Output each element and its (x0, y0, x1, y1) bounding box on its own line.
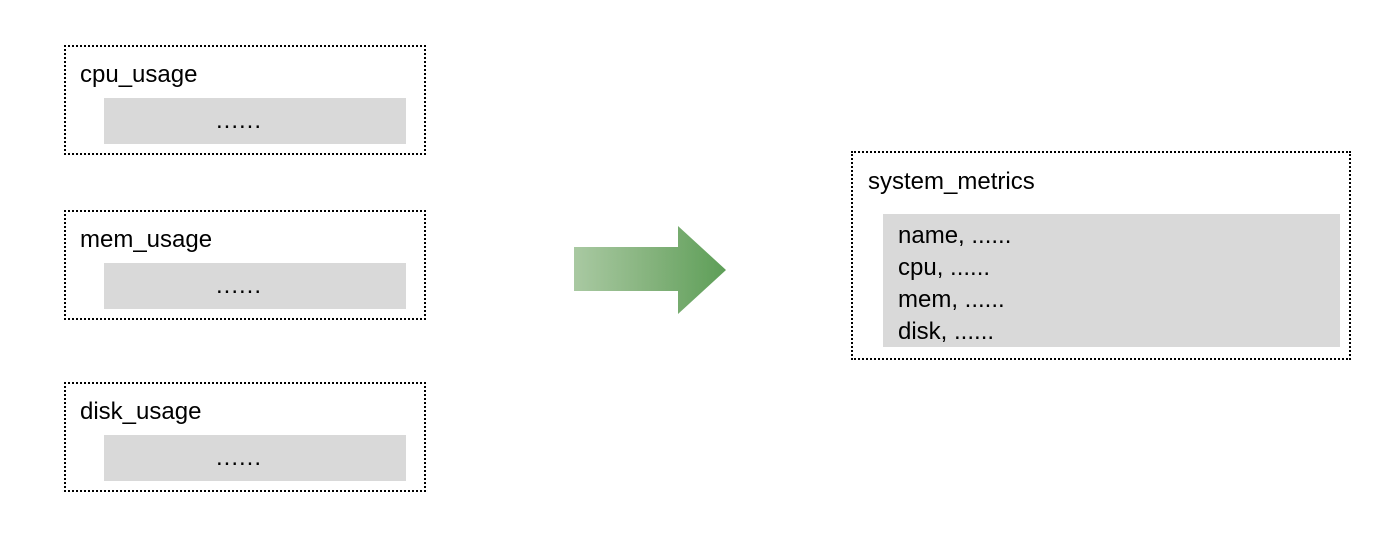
source-card-title: disk_usage (80, 398, 202, 425)
target-card-title: system_metrics (868, 168, 1035, 195)
target-payload-row: name, ...... (898, 222, 1012, 249)
source-card-cpu-usage[interactable]: cpu_usage ...... (64, 45, 426, 155)
right-arrow-icon (574, 226, 726, 314)
source-card-disk-usage[interactable]: disk_usage ...... (64, 382, 426, 492)
target-payload-row: cpu, ...... (898, 254, 991, 281)
target-payload-row: disk, ...... (898, 318, 995, 345)
source-card-payload: ...... (104, 435, 406, 481)
source-card-payload: ...... (104, 263, 406, 309)
source-card-payload: ...... (104, 98, 406, 144)
target-card-system-metrics[interactable]: system_metrics name, ...... cpu, ...... … (851, 151, 1351, 360)
source-card-title: cpu_usage (80, 61, 198, 88)
source-card-payload-ellipsis: ...... (216, 272, 263, 299)
source-card-payload-ellipsis: ...... (216, 107, 263, 134)
source-card-payload-ellipsis: ...... (216, 444, 263, 471)
target-payload-row: mem, ...... (898, 286, 1005, 313)
source-card-title: mem_usage (80, 226, 213, 253)
source-card-mem-usage[interactable]: mem_usage ...... (64, 210, 426, 320)
target-card-payload: name, ...... cpu, ...... mem, ...... dis… (883, 214, 1340, 347)
arrow-shape (574, 226, 726, 314)
